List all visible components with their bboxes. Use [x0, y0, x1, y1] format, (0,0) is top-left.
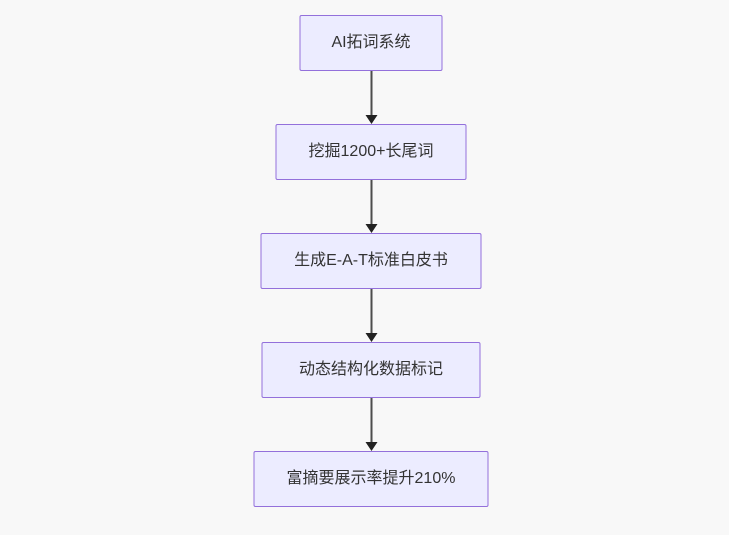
flow-node-label: 动态结构化数据标记	[298, 361, 443, 378]
connector-arrow	[365, 398, 377, 451]
flowchart-column: AI拓词系统 挖掘1200+长尾词 生成E-A-T标准白皮书 动态结构化数据标记	[253, 15, 489, 507]
flow-node-ai-keyword-system: AI拓词系统	[299, 15, 443, 71]
connector-arrow	[365, 71, 377, 124]
flow-node-eat-whitepaper: 生成E-A-T标准白皮书	[260, 233, 482, 289]
flow-node-structured-data: 动态结构化数据标记	[261, 342, 481, 398]
arrow-line	[370, 398, 372, 442]
arrow-line	[370, 180, 372, 224]
flow-node-label: 生成E-A-T标准白皮书	[294, 252, 448, 269]
flow-node-label: 富摘要展示率提升210%	[286, 470, 456, 487]
arrow-line	[370, 71, 372, 115]
arrow-down-icon	[365, 115, 377, 124]
flow-node-label: 挖掘1200+长尾词	[308, 143, 434, 160]
arrow-down-icon	[365, 333, 377, 342]
connector-arrow	[365, 289, 377, 342]
connector-arrow	[365, 180, 377, 233]
flow-node-longtail-mining: 挖掘1200+长尾词	[275, 124, 467, 180]
arrow-down-icon	[365, 442, 377, 451]
arrow-down-icon	[365, 224, 377, 233]
flow-node-label: AI拓词系统	[331, 34, 411, 51]
flow-node-rich-snippet-result: 富摘要展示率提升210%	[253, 451, 489, 507]
arrow-line	[370, 289, 372, 333]
